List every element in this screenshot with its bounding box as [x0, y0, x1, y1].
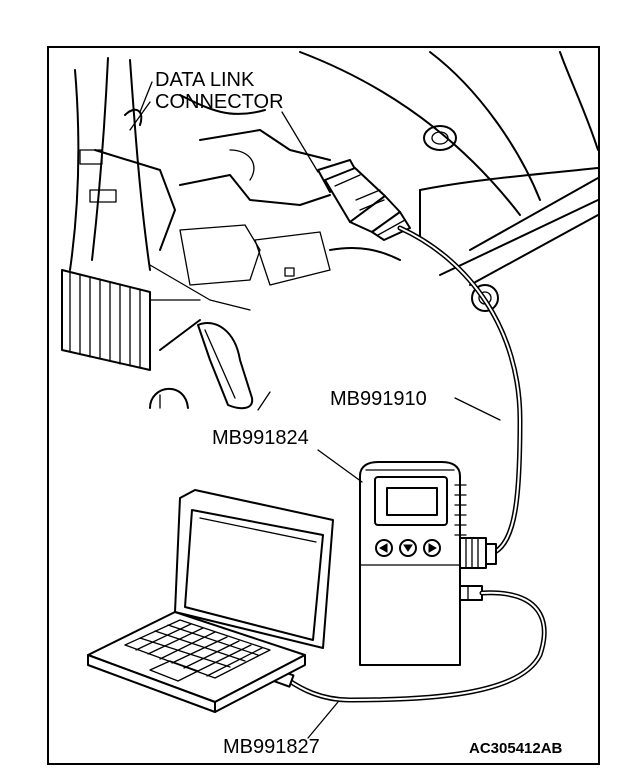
mb991910-label: MB991910: [330, 388, 427, 410]
scan-tool-mb991824: [359, 461, 497, 666]
mb991827-label: MB991827: [223, 736, 320, 758]
laptop: [87, 489, 334, 713]
mb991824-label: MB991824: [212, 427, 309, 449]
figure-code-label: AC305412AB: [469, 740, 563, 757]
leader-lines: [129, 81, 501, 739]
data-link-connector-label-line2: CONNECTOR: [155, 91, 284, 113]
data-link-connector: [317, 159, 411, 241]
cable-mb991910: [397, 225, 523, 555]
steering-column-boot: [61, 269, 151, 371]
data-link-connector-label-line1: DATA LINK: [155, 69, 255, 91]
car-interior-illustration: [61, 51, 599, 410]
